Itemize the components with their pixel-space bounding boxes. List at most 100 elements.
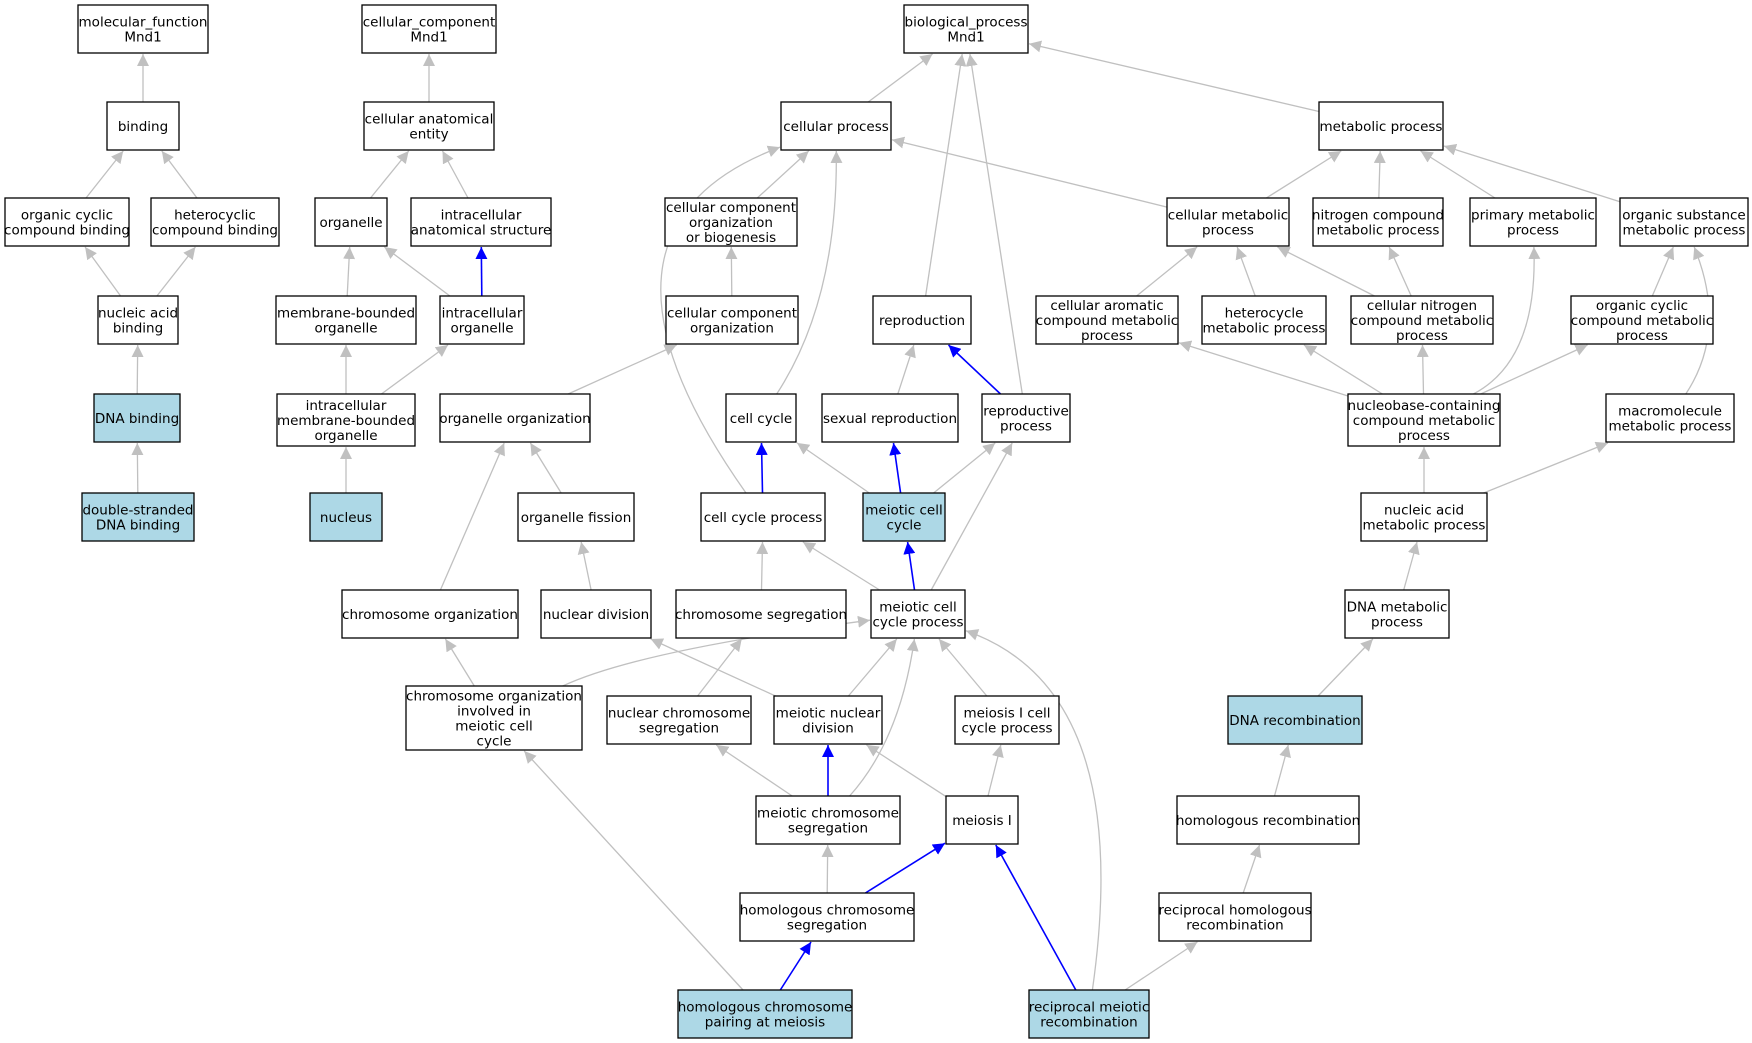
edge-ccp-to-cellcycle	[755, 442, 768, 494]
node-label: primary metabolic	[1471, 208, 1595, 224]
node-label: entity	[409, 127, 448, 143]
node-label: organelle	[450, 321, 513, 337]
edge-ccp-to-cp	[660, 145, 781, 494]
node-label: intracellular	[441, 208, 522, 224]
edge-osmp-to-mp	[1443, 143, 1621, 203]
edge-cco-to-ccob	[725, 246, 738, 297]
node-box	[106, 101, 180, 151]
node-label: sexual reproduction	[823, 411, 957, 427]
node-nucleus: nucleus	[309, 492, 383, 542]
edge-nbccmp-to-pmp	[1473, 246, 1541, 395]
node-label: organic cyclic	[1596, 298, 1688, 314]
node-box	[410, 197, 552, 247]
node-box	[1360, 492, 1488, 542]
node-binding: binding	[106, 101, 180, 151]
node-label: cellular_component	[363, 15, 495, 31]
node-label: organization	[690, 321, 774, 337]
node-nucdiv: nuclear division	[540, 589, 652, 639]
edge-rhr-to-homrec	[1242, 844, 1262, 894]
node-label: process	[1398, 428, 1450, 444]
edge-nab-to-hcb	[156, 246, 196, 297]
node-label: metabolic process	[1609, 419, 1732, 435]
node-label: molecular_function	[79, 15, 208, 31]
node-label: nitrogen compound	[1312, 208, 1444, 224]
edge-imbo-to-io	[381, 344, 449, 395]
node-label: meiosis I	[952, 813, 1012, 829]
node-label: cellular component	[666, 200, 796, 216]
edge-ccmp-to-cp	[891, 136, 1168, 208]
edge-meiosis1-to-micp	[987, 744, 1004, 797]
node-label: DNA metabolic	[1347, 600, 1448, 616]
node-box	[1318, 101, 1444, 151]
edge-oo-to-cco	[567, 344, 677, 395]
node-box	[275, 295, 417, 345]
node-box	[150, 197, 280, 247]
edge-mcs-to-mccp	[849, 638, 919, 797]
node-mp: metabolic process	[1318, 101, 1444, 151]
node-box	[361, 4, 497, 54]
edge-nbccmp-to-occmp	[1480, 344, 1588, 395]
edge-micp-to-mccp	[938, 638, 988, 697]
node-label: cellular nitrogen	[1367, 298, 1477, 314]
node-box	[1350, 295, 1494, 345]
node-box	[363, 101, 495, 151]
edge-hcpm-to-coimc	[523, 750, 744, 991]
node-label: organelle	[319, 215, 382, 231]
edge-ocb-to-binding	[85, 150, 124, 199]
node-box	[664, 197, 798, 247]
node-oo: organelle organization	[439, 393, 591, 443]
node-box	[981, 393, 1071, 443]
edge-occmp-to-osmp	[1651, 246, 1675, 297]
node-label: organic substance	[1622, 208, 1745, 224]
node-label: DNA binding	[96, 518, 180, 534]
edge-repro-to-bp	[924, 53, 967, 297]
node-label: organelle	[314, 321, 377, 337]
node-label: cycle process	[872, 615, 963, 631]
edge-coimc-to-chromorg	[444, 638, 475, 687]
node-dnarec: DNA recombination	[1227, 695, 1363, 745]
node-label: process	[1081, 328, 1133, 344]
node-box	[276, 393, 416, 447]
node-box	[77, 4, 209, 54]
edge-mccp-to-mcc	[903, 541, 916, 591]
node-box	[677, 989, 853, 1039]
edge-dnab-to-nab	[131, 344, 144, 395]
node-label: metabolic process	[1203, 321, 1326, 337]
edge-ncs-to-chromseg	[697, 638, 743, 697]
node-label: heterocycle	[1225, 306, 1304, 322]
edge-cellcycle-to-cp	[776, 150, 843, 395]
node-label: metabolic process	[1623, 223, 1746, 239]
node-box	[773, 695, 883, 745]
node-label: Mnd1	[947, 30, 984, 46]
node-chromorg: chromosome organization	[341, 589, 519, 639]
edge-rmr-to-meiosis1	[995, 844, 1077, 991]
node-box	[872, 295, 972, 345]
node-label: segregation	[788, 821, 868, 837]
edge-dnarec-to-dnamp	[1317, 638, 1374, 697]
edge-mnd-to-nucdiv	[650, 638, 776, 697]
node-label: cell cycle	[730, 411, 792, 427]
node-label: meiotic cell	[879, 600, 956, 616]
node-box	[1227, 695, 1363, 745]
node-ccp: cell cycle process	[700, 492, 826, 542]
node-box	[1176, 795, 1360, 845]
edge-homrec-to-dnarec	[1273, 744, 1291, 797]
node-box	[1344, 589, 1450, 639]
node-chromseg: chromosome segregation	[675, 589, 847, 639]
node-label: heterocyclic	[174, 208, 256, 224]
edge-mcc-to-rp	[933, 442, 996, 494]
node-label: anatomical structure	[411, 223, 552, 239]
edge-mccp-to-ccp	[802, 541, 880, 591]
node-label: chromosome organization	[406, 689, 582, 705]
